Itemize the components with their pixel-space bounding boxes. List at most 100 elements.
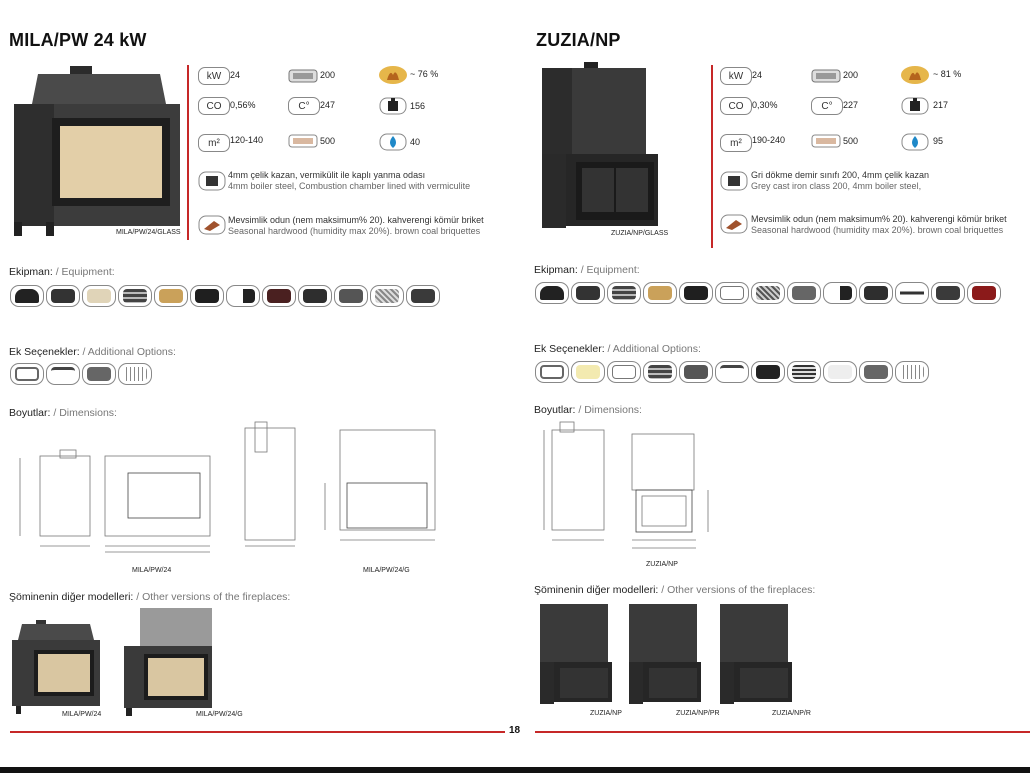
version-caption: MILA/PW/24 [62, 711, 102, 718]
option-chip [118, 363, 152, 385]
co-icon: CO [720, 97, 752, 115]
fuel-description: Mevsimlik odun (nem maksimum% 20). kahve… [751, 214, 1007, 235]
equipment-chip [370, 285, 404, 307]
material-description: 4mm çelik kazan, vermikülit ile kaplı ya… [228, 170, 471, 191]
efficiency-flame-icon [378, 65, 408, 84]
equipment-chip [931, 282, 965, 304]
equipment-chip [859, 282, 893, 304]
versions-heading: Şöminenin diğer modelleri: / Other versi… [534, 584, 816, 596]
water-drop-icon [378, 132, 408, 151]
footer-line-left [10, 731, 505, 733]
efficiency-flame-icon [900, 65, 930, 84]
page-number: 18 [509, 725, 521, 736]
temperature-icon: C° [811, 97, 843, 115]
water-drop-icon [900, 132, 930, 151]
option-chip [10, 363, 44, 385]
equipment-chip [967, 282, 1001, 304]
options-heading: Ek Seçenekler: / Additional Options: [534, 343, 701, 355]
area-m2-icon: m² [720, 134, 752, 152]
version-photo [10, 618, 102, 716]
option-chip [751, 361, 785, 383]
option-chip [895, 361, 929, 383]
spec-value: 200 [843, 70, 859, 80]
fuel-icon [720, 214, 750, 234]
equipment-chip [226, 285, 260, 307]
option-chip [823, 361, 857, 383]
equipment-chip [154, 285, 188, 307]
option-chip [82, 363, 116, 385]
dimension-caption: MILA/PW/24 [132, 567, 172, 574]
dimensions-heading: Boyutlar: / Dimensions: [9, 407, 117, 419]
photo-caption: MILA/PW/24/GLASS [116, 229, 181, 236]
area-m2-icon: m² [198, 134, 230, 152]
option-chip [859, 361, 893, 383]
version-photo [716, 600, 796, 708]
equipment-chip [715, 282, 749, 304]
equipment-chip [46, 285, 80, 307]
equipment-chip [406, 285, 440, 307]
version-caption: ZUZIA/NP [590, 710, 622, 717]
spec-value: 200 [320, 70, 336, 80]
version-photo [625, 600, 705, 708]
stove-photo [10, 62, 188, 240]
equipment-chip [571, 282, 605, 304]
spec-value: 217 [933, 100, 949, 110]
spec-value: 120-140 [230, 135, 264, 145]
dimensions-heading: Boyutlar: / Dimensions: [534, 404, 642, 416]
spec-value: 0,56% [230, 100, 256, 110]
spec-value: 500 [320, 136, 336, 146]
stove-photo [536, 60, 666, 240]
dimension-caption: MILA/PW/24/G [363, 567, 410, 574]
option-chip [571, 361, 605, 383]
spec-value: ~ 81 % [933, 69, 962, 79]
kw-icon: kW [198, 67, 230, 85]
divider-line [711, 65, 713, 248]
equipment-chip [190, 285, 224, 307]
page-title: ZUZIA/NP [536, 30, 621, 50]
option-chip [715, 361, 749, 383]
version-photo [536, 600, 616, 708]
footer-line-right [535, 731, 1030, 733]
equipment-chip [823, 282, 857, 304]
equipment-chip [751, 282, 785, 304]
dimension-drawing [540, 418, 725, 558]
spec-value: 227 [843, 100, 859, 110]
spec-value: 190-240 [752, 135, 786, 145]
page-title: MILA/PW 24 kW [9, 30, 147, 50]
option-chip [607, 361, 641, 383]
heating-area-icon [288, 67, 318, 85]
option-chip [787, 361, 821, 383]
equipment-chip [679, 282, 713, 304]
spec-value: 500 [843, 136, 859, 146]
co-icon: CO [198, 97, 230, 115]
equipment-chip [298, 285, 332, 307]
spec-value: ~ 76 % [410, 69, 439, 79]
dimension-drawing [10, 418, 450, 568]
spec-value: 40 [410, 137, 421, 147]
version-caption: ZUZIA/NP/R [772, 710, 811, 717]
option-chip [535, 361, 569, 383]
flue-icon [378, 96, 408, 115]
equipment-chip [787, 282, 821, 304]
spec-value: 95 [933, 136, 944, 146]
spec-value: 24 [752, 70, 763, 80]
spec-value: 24 [230, 70, 241, 80]
option-chip [46, 363, 80, 385]
equipment-chip [895, 282, 929, 304]
boiler-material-icon [720, 171, 750, 191]
spec-value: 156 [410, 101, 426, 111]
equipment-chip [262, 285, 296, 307]
versions-heading: Şöminenin diğer modelleri: / Other versi… [9, 591, 291, 603]
material-description: Gri dökme demir sınıfı 200, 4mm çelik ka… [751, 170, 930, 191]
bottom-bar [0, 767, 1030, 773]
version-caption: ZUZIA/NP/PR [676, 710, 720, 717]
equipment-chip [10, 285, 44, 307]
dimension-caption: ZUZIA/NP [646, 561, 678, 568]
equipment-heading: Ekipman: / Equipment: [9, 266, 115, 278]
fuel-icon [198, 215, 228, 235]
fuel-description: Mevsimlik odun (nem maksimum% 20). kahve… [228, 215, 484, 236]
version-caption: MILA/PW/24/G [196, 711, 243, 718]
option-chip [643, 361, 677, 383]
equipment-chip [118, 285, 152, 307]
option-chip [679, 361, 713, 383]
